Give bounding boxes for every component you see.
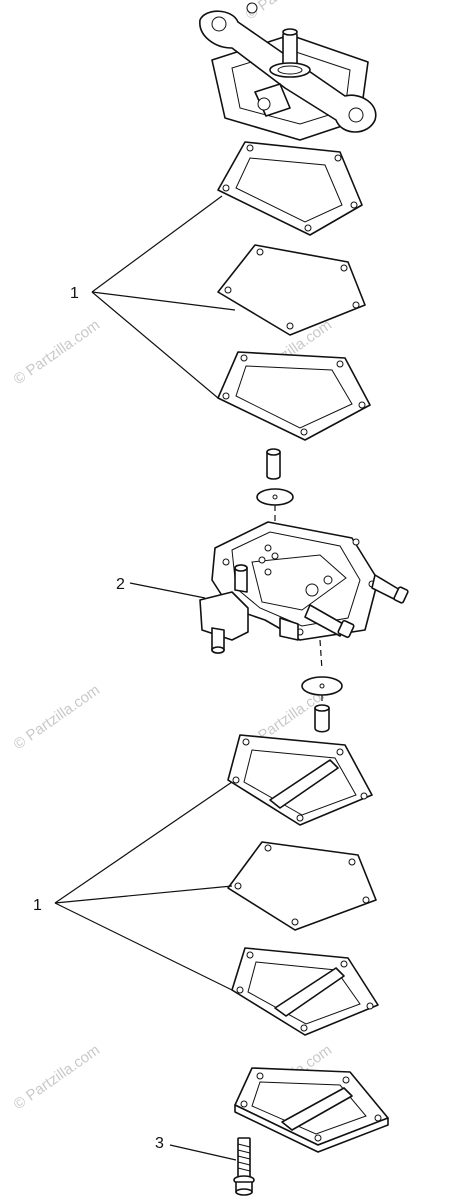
callout-1-top: 1 [70, 285, 79, 302]
bottom-cover [234, 1067, 389, 1153]
callout-3-leader [169, 1144, 237, 1161]
callout-1-top-leaders [91, 195, 236, 399]
callout-1-bottom: 1 [33, 897, 42, 914]
lower-check-valve [301, 676, 343, 733]
upper-check-valve [256, 448, 294, 540]
gasket-top-1 [217, 141, 363, 236]
watermark-3: © Partzilla.com [11, 681, 104, 753]
callout-3: 3 [155, 1135, 164, 1152]
callout-2-leader [129, 582, 206, 599]
gasket-top-3 [217, 351, 371, 441]
screw [233, 1137, 255, 1196]
callout-1-bottom-leaders [54, 781, 233, 991]
watermark-7: © Partzilla.com [243, 0, 336, 23]
pump-body [199, 521, 409, 671]
gasket-top-2 [217, 244, 366, 336]
watermark-5: © Partzilla.com [11, 1041, 104, 1113]
top-cover [199, 2, 377, 141]
callout-2: 2 [116, 576, 125, 593]
gasket-bottom-3 [231, 947, 379, 1036]
gasket-bottom-1 [227, 734, 373, 826]
watermark-1: © Partzilla.com [11, 316, 104, 388]
gasket-bottom-2 [227, 841, 377, 931]
